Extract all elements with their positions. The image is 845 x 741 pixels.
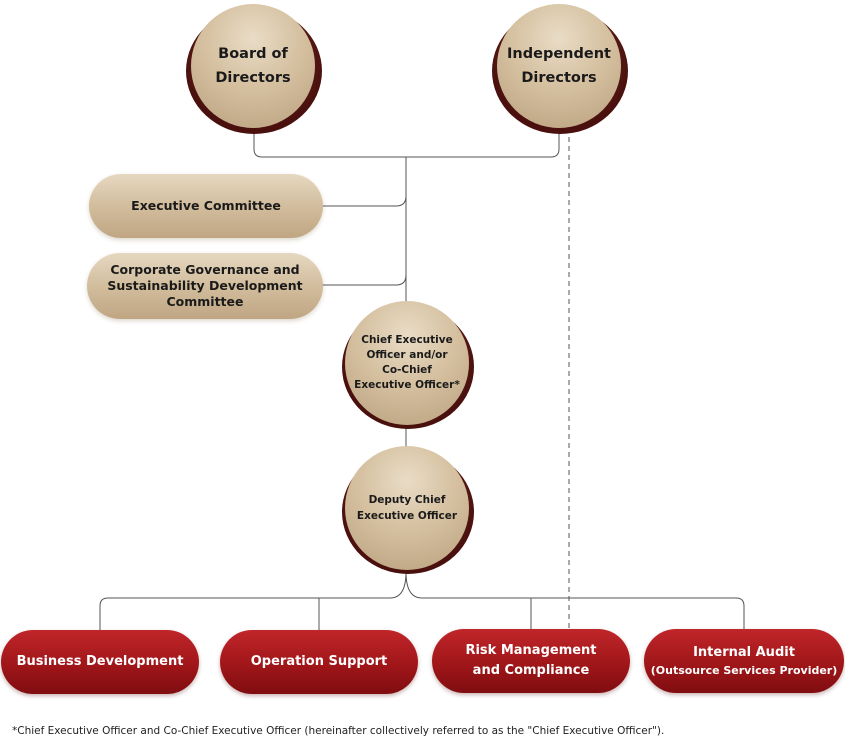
board-line-1: Board of [218, 46, 288, 62]
internal-audit-sublabel: (Outsource Services Provider) [650, 664, 838, 677]
business-development-node: Business Development [1, 630, 199, 694]
independent-circle: Independent Directors [497, 4, 621, 128]
ceo-node: Chief Executive Officer and/or Co-Chief … [340, 301, 476, 431]
cg-committee-line-1: Corporate Governance and [110, 262, 300, 277]
risk-management-line-2: and Compliance [472, 663, 590, 678]
cg-committee-line-3: Committee [166, 294, 244, 309]
cg-committee-line-2: Sustainability Development [107, 278, 303, 293]
independent-line-2: Directors [521, 70, 597, 86]
board-line-2: Directors [215, 70, 291, 86]
operation-support-label: Operation Support [250, 654, 388, 669]
independent-directors-node: Independent Directors [490, 4, 630, 134]
risk-management-node: Risk Management and Compliance [432, 629, 630, 693]
executive-committee-node: Executive Committee [89, 174, 323, 238]
connector-exec-committee [322, 195, 407, 207]
connector-cg-committee [322, 274, 407, 286]
internal-audit-label: Internal Audit [693, 645, 795, 660]
connector-deputy-bus [99, 571, 407, 632]
ceo-circle: Chief Executive Officer and/or Co-Chief … [345, 301, 469, 425]
ceo-line-2: Officer and/or [366, 349, 448, 361]
independent-line-1: Independent [507, 46, 611, 62]
board-of-directors-node: Board of Directors [184, 4, 324, 134]
deputy-circle: Deputy Chief Executive Officer [345, 446, 469, 570]
footnote: *Chief Executive Officer and Co-Chief Ex… [12, 725, 665, 737]
operation-support-node: Operation Support [220, 630, 418, 694]
connector-bus-right [405, 571, 745, 632]
ceo-line-1: Chief Executive [361, 334, 453, 346]
business-development-label: Business Development [16, 654, 184, 669]
deputy-line-1: Deputy Chief [368, 494, 446, 506]
cg-sd-committee-node: Corporate Governance and Sustainability … [87, 253, 323, 319]
ceo-line-3: Co-Chief [382, 364, 432, 376]
internal-audit-node: Internal Audit (Outsource Services Provi… [644, 629, 844, 693]
risk-management-line-1: Risk Management [465, 643, 597, 658]
deputy-ceo-node: Deputy Chief Executive Officer [340, 446, 476, 576]
deputy-line-2: Executive Officer [356, 510, 458, 522]
executive-committee-label: Executive Committee [131, 198, 281, 213]
ceo-line-4: Executive Officer* [354, 379, 460, 391]
board-circle: Board of Directors [191, 4, 315, 128]
